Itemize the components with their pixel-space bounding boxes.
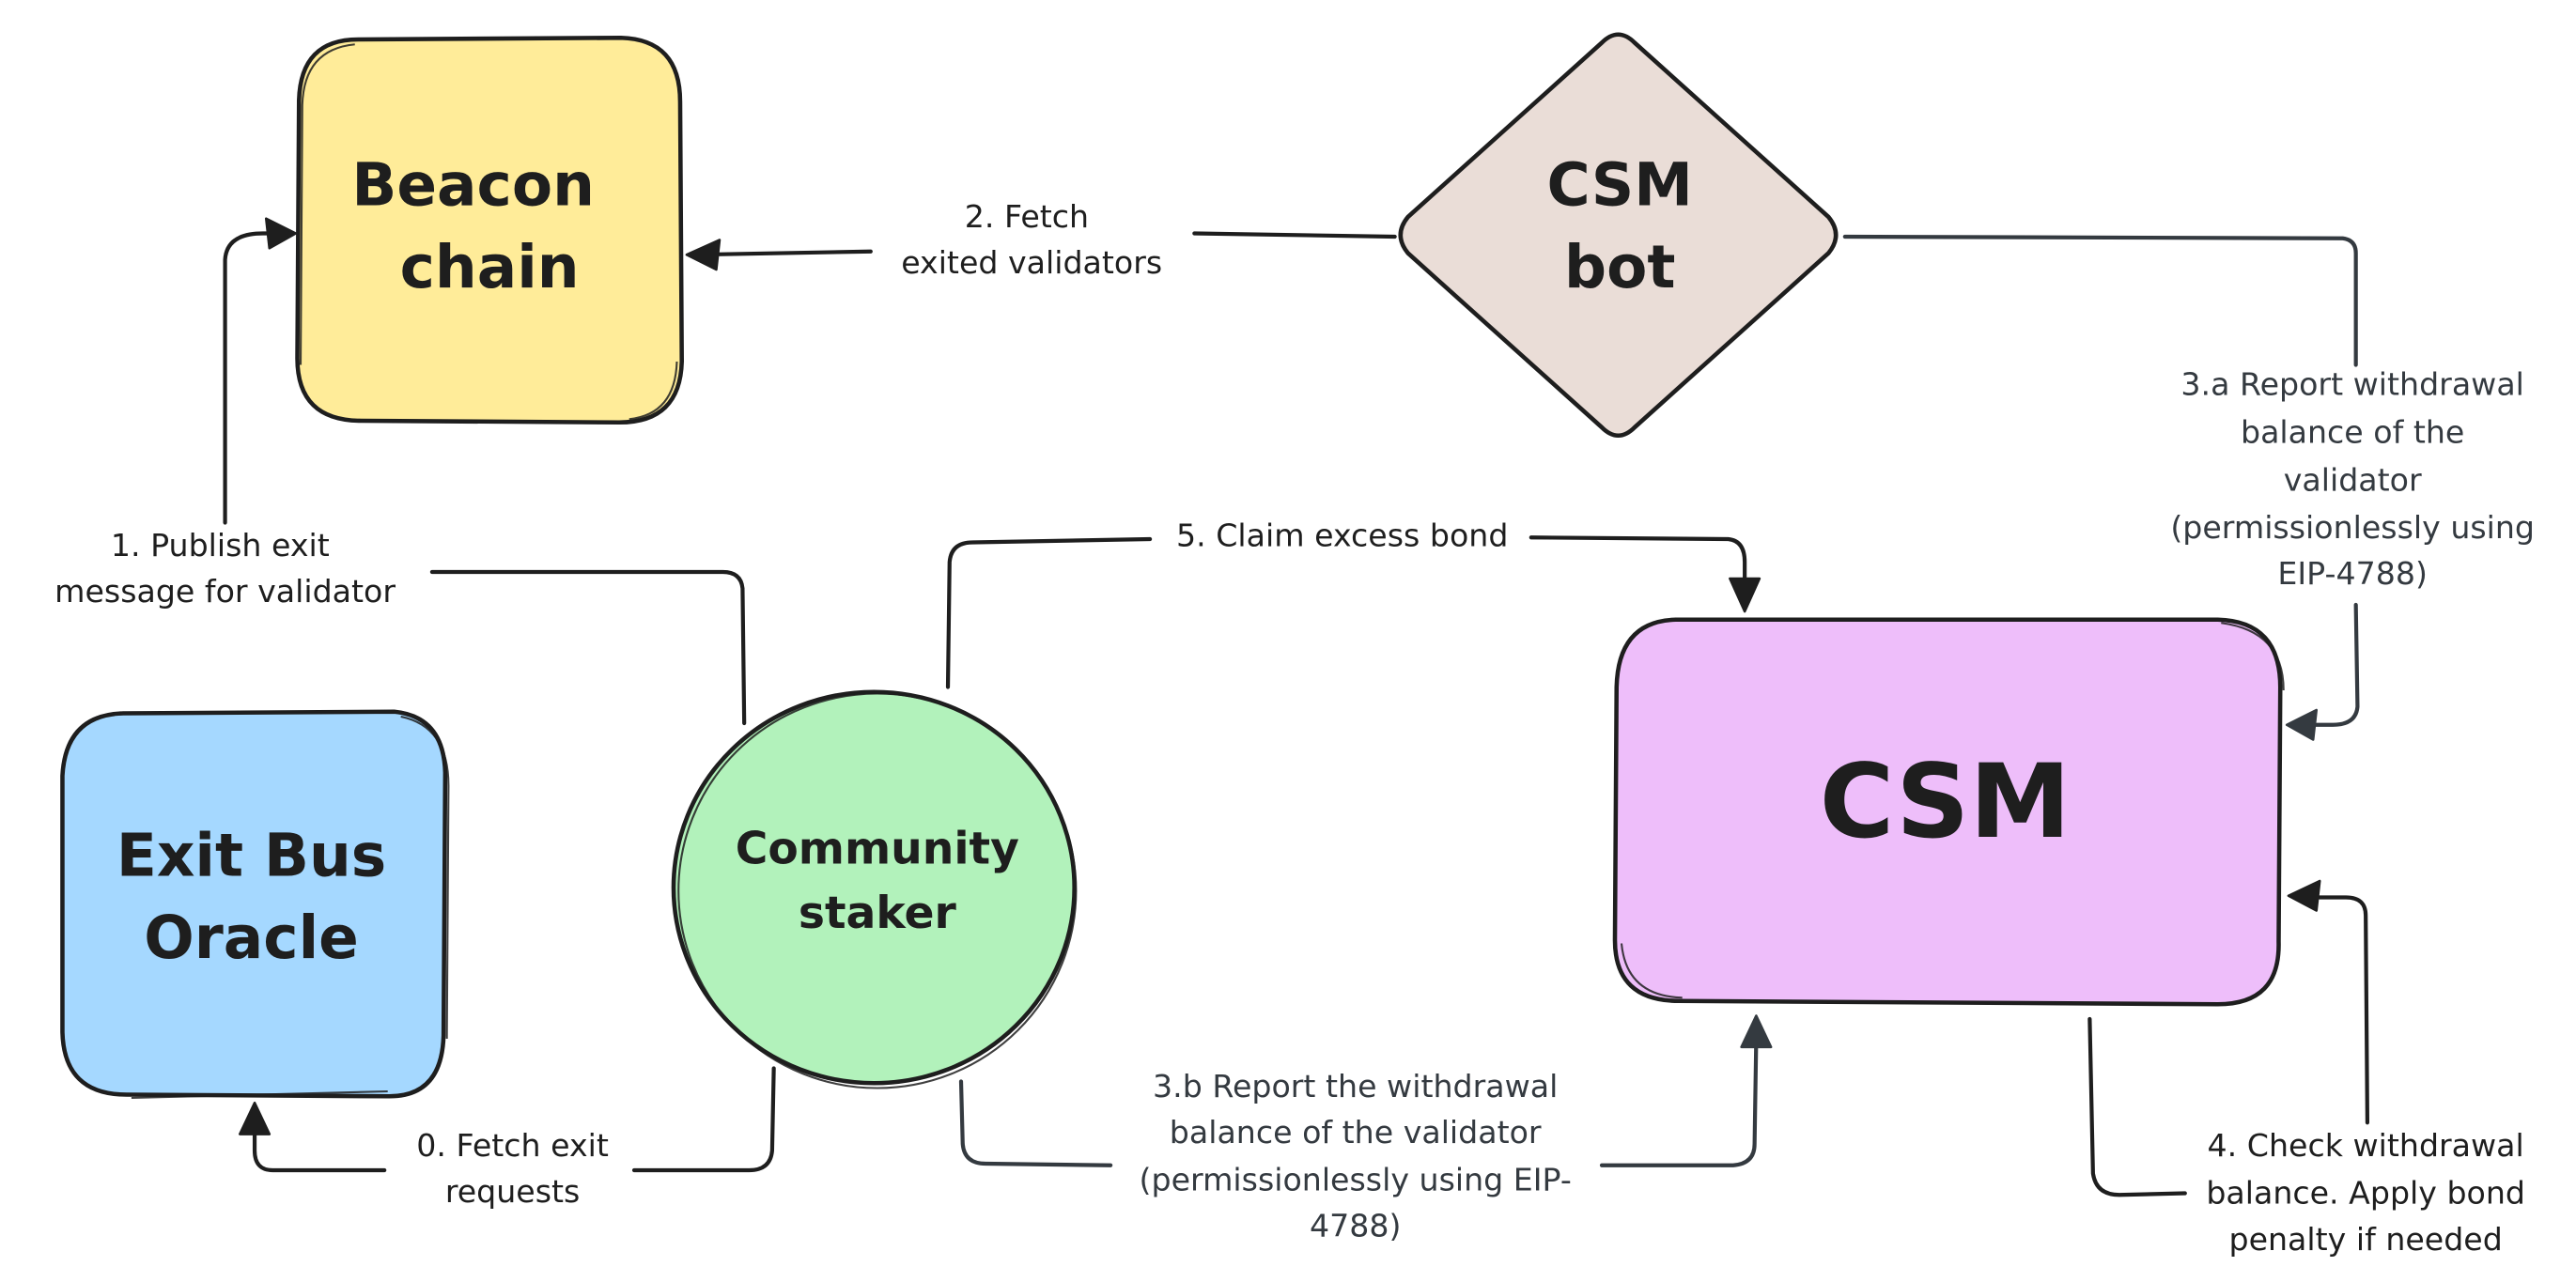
- edge-step2[interactable]: 2. Fetch exited validators: [685, 198, 1397, 281]
- edge-step3b-line-a: [958, 1079, 1113, 1167]
- exit-bus-oracle-label-line1: Exit Bus: [116, 821, 386, 889]
- csm-label: CSM: [1820, 742, 2072, 861]
- community-staker-label-line1: Community: [736, 823, 1019, 874]
- edge-step4[interactable]: 4. Check withdrawal balance. Apply bond …: [2087, 879, 2525, 1258]
- node-community-staker[interactable]: Community staker: [671, 689, 1078, 1089]
- edge-step3a-label-line3: validator: [2284, 461, 2422, 498]
- csm-bot-label-line1: CSM: [1547, 150, 1693, 219]
- edge-step4-label-line3: penalty if needed: [2228, 1221, 2502, 1258]
- edge-step5-line-b: [1529, 535, 1747, 591]
- edge-step3a-arrowhead: [2285, 708, 2319, 741]
- csm-box-sketch: [1620, 622, 2285, 999]
- node-exit-bus-oracle[interactable]: Exit Bus Oracle: [60, 709, 450, 1100]
- edge-step1[interactable]: 1. Publish exit message for validator: [54, 217, 747, 726]
- edge-step3a-label-line1: 3.a Report withdrawal: [2180, 366, 2523, 403]
- node-csm-bot[interactable]: CSM bot: [1398, 32, 1839, 439]
- edge-step1-arrowhead: [264, 217, 298, 250]
- node-csm[interactable]: CSM: [1612, 617, 2285, 1007]
- edge-step0-line-a: [631, 1066, 776, 1173]
- edge-step5-arrowhead: [1729, 577, 1761, 613]
- edge-step4-line-a: [2087, 1016, 2187, 1197]
- edge-step1-label-line2: message for validator: [54, 573, 396, 610]
- edge-step4-arrowhead: [2287, 879, 2321, 912]
- edge-step5-line-a: [945, 536, 1153, 689]
- edge-step3a-label-line4: (permissionlessly using: [2170, 509, 2535, 546]
- edge-step3b-line-b: [1599, 1036, 1759, 1167]
- node-beacon-chain[interactable]: Beacon chain: [295, 35, 684, 425]
- edge-step3a-line-b: [2304, 602, 2360, 727]
- edge-step0-label-line2: requests: [445, 1173, 581, 1210]
- edge-step3b[interactable]: 3.b Report the withdrawal balance of the…: [958, 1014, 1773, 1244]
- edge-step0-arrowhead: [239, 1101, 272, 1135]
- beacon-chain-box: [295, 35, 684, 425]
- edge-step3b-arrowhead: [1740, 1014, 1773, 1049]
- beacon-chain-label-line2: chain: [400, 233, 580, 301]
- edge-step3b-label-line4: 4788): [1310, 1208, 1401, 1244]
- beacon-chain-box-sketch: [299, 43, 678, 421]
- edge-step0-label-line1: 0. Fetch exit: [416, 1127, 609, 1164]
- community-staker-label-line2: staker: [799, 888, 957, 939]
- edge-step2-label-line2: exited validators: [901, 244, 1162, 281]
- edge-step0-line-b: [252, 1123, 387, 1173]
- edge-step3a-line-a: [1842, 234, 2358, 367]
- edge-step1-label-line1: 1. Publish exit: [111, 527, 330, 564]
- edge-step2-label-line1: 2. Fetch: [965, 198, 1089, 235]
- community-staker-circle: [671, 689, 1077, 1086]
- edge-step3a-label-line2: balance of the: [2241, 413, 2464, 450]
- edge-step3a[interactable]: 3.a Report withdrawal balance of the val…: [1842, 234, 2535, 741]
- exit-bus-oracle-label-line2: Oracle: [144, 904, 359, 972]
- edge-step3a-label-line5: EIP-4788): [2277, 555, 2428, 592]
- edge-step2-line-a: [1192, 231, 1397, 239]
- edge-step4-line-b: [2307, 895, 2370, 1125]
- edge-step1-line-a: [429, 569, 747, 726]
- edge-step5-label: 5. Claim excess bond: [1176, 517, 1508, 554]
- edge-step1-line-b: [223, 231, 275, 525]
- edge-step5[interactable]: 5. Claim excess bond: [945, 517, 1761, 689]
- edge-step2-arrowhead: [685, 239, 722, 271]
- edge-step0[interactable]: 0. Fetch exit requests: [239, 1066, 776, 1211]
- edge-step4-label-line2: balance. Apply bond: [2206, 1175, 2525, 1212]
- edge-step3b-label-line2: balance of the validator: [1170, 1114, 1542, 1151]
- edge-step2-line-b: [691, 249, 873, 257]
- edge-step3b-label-line3: (permissionlessly using EIP-: [1140, 1162, 1572, 1198]
- csm-bot-diamond: [1398, 32, 1839, 439]
- edge-step4-label-line1: 4. Check withdrawal: [2208, 1127, 2524, 1164]
- beacon-chain-label-line1: Beacon: [351, 150, 595, 219]
- edge-step3b-label-line1: 3.b Report the withdrawal: [1153, 1068, 1558, 1104]
- csm-bot-label-line2: bot: [1564, 233, 1675, 301]
- community-staker-circle-sketch: [677, 692, 1078, 1089]
- exit-bus-oracle-box-sketch: [131, 715, 450, 1100]
